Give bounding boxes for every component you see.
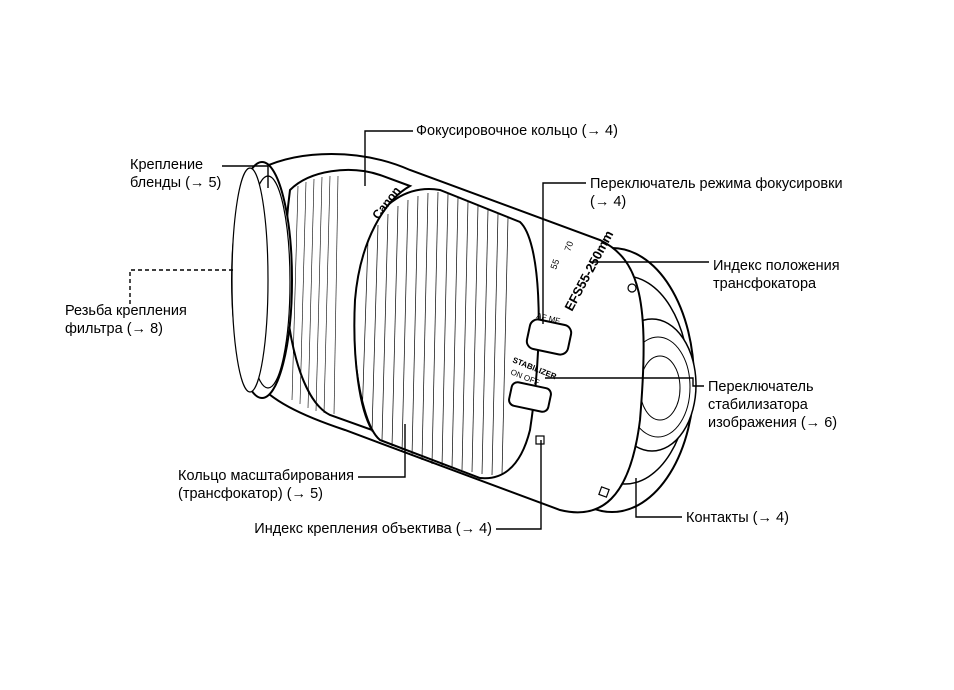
- label-filter-thread-line2: фильтра (→ 8): [65, 321, 163, 337]
- leader-filter-thread: [129, 269, 236, 304]
- label-zoom-ring-line1: Кольцо масштабирования: [178, 468, 354, 484]
- label-stabilizer-line3: изображения (→ 6): [708, 415, 838, 431]
- label-stabilizer-switch: Переключатель стабилизатора изображения …: [708, 378, 837, 432]
- label-contacts: Контакты (→ 4): [686, 509, 789, 527]
- focus-mode-switch-body: [525, 318, 573, 356]
- label-filter-thread: Резьба крепления фильтра (→ 8): [65, 302, 187, 338]
- label-filter-thread-line1: Резьба крепления: [65, 303, 187, 319]
- label-zoom-index-line1: Индекс положения: [713, 258, 840, 274]
- label-hood-mount-line1: Крепление: [130, 157, 204, 173]
- label-stabilizer-line1: Переключатель: [708, 379, 814, 395]
- label-hood-mount-line2: бленды (→ 5): [130, 175, 222, 191]
- stabilizer-switch-body: [508, 381, 552, 413]
- lens-illustration: [231, 153, 697, 514]
- zoom-mark-55: 55: [548, 258, 561, 271]
- label-focus-mode-line2: (→ 4): [590, 194, 627, 210]
- leader-focus-mode: [542, 182, 586, 324]
- label-contacts-text: Контакты (→ 4): [686, 510, 789, 526]
- label-zoom-ring-line2: (трансфокатор) (→ 5): [178, 486, 323, 502]
- label-hood-mount: Крепление бленды (→ 5): [130, 156, 221, 192]
- label-focus-mode-line1: Переключатель режима фокусировки: [590, 176, 843, 192]
- leader-lines: [129, 130, 709, 530]
- label-mount-index: Индекс крепления объектива (→ 4): [254, 520, 492, 538]
- leader-mount-index: [496, 440, 542, 530]
- zoom-mark-70: 70: [562, 240, 575, 253]
- zoom-ring: [351, 188, 540, 480]
- leader-focus-ring: [364, 130, 413, 186]
- label-focus-mode-switch: Переключатель режима фокусировки (→ 4): [590, 175, 843, 211]
- leader-zoom-ring: [358, 424, 406, 478]
- label-zoom-index-line2: трансфокатора: [713, 276, 817, 292]
- label-zoom-position-index: Индекс положения трансфокатора: [713, 257, 840, 293]
- leader-contacts: [635, 478, 682, 518]
- label-focus-ring: Фокусировочное кольцо (→ 4): [416, 122, 618, 140]
- leader-stabilizer: [545, 377, 704, 387]
- label-stabilizer-line2: стабилизатора: [708, 397, 808, 413]
- label-mount-index-text: Индекс крепления объектива (→ 4): [254, 521, 492, 537]
- label-focus-ring-text: Фокусировочное кольцо (→ 4): [416, 123, 618, 139]
- label-zoom-ring: Кольцо масштабирования (трансфокатор) (→…: [178, 467, 354, 503]
- leader-hood-mount: [222, 165, 269, 188]
